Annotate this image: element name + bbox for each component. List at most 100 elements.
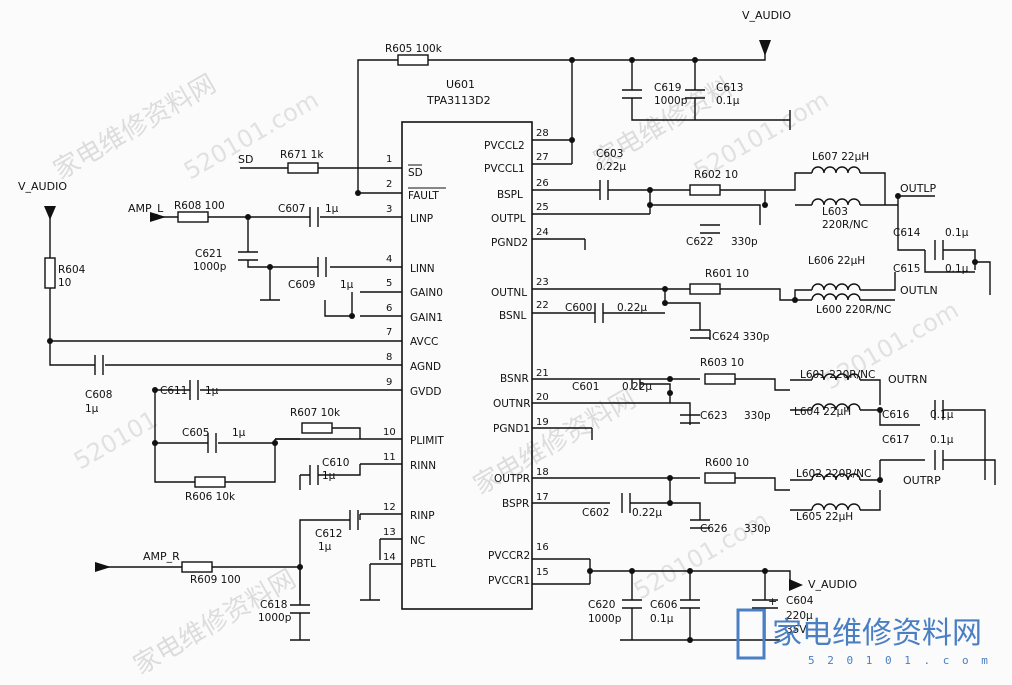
- pin-num: 27: [536, 152, 549, 163]
- junction-dot: [667, 475, 673, 481]
- pin-num: 12: [383, 502, 396, 513]
- pin-num: 18: [536, 467, 549, 478]
- inductor: [811, 473, 861, 481]
- inductor: [811, 503, 861, 511]
- input-arrow: [150, 212, 166, 222]
- pin-name: PBTL: [410, 558, 436, 570]
- c619-label: C619: [654, 82, 681, 94]
- pin-name: PVCCR1: [488, 575, 530, 587]
- pin-name: PVCCL2: [484, 140, 525, 152]
- resistor: [689, 283, 721, 295]
- l600-label: L600 220R/NC: [816, 304, 891, 316]
- l603-value: 220R/NC: [822, 219, 868, 231]
- c618-value: 1000p: [258, 612, 292, 624]
- c610-label: C610: [322, 457, 349, 469]
- arrows: [44, 40, 803, 591]
- pin-num: 4: [386, 254, 392, 265]
- input-arrow: [95, 562, 111, 572]
- pin-num: 15: [536, 567, 549, 578]
- junction-dot: [687, 568, 693, 574]
- pin-name: BSNR: [500, 373, 529, 385]
- inductors: [811, 166, 861, 511]
- r609-label: R609 100: [190, 574, 241, 586]
- c626-value: 330p: [744, 523, 771, 535]
- junction-dot: [629, 57, 635, 63]
- pin-name: GAIN0: [410, 287, 443, 299]
- c614-label: C614: [893, 227, 921, 239]
- pin-num: 14: [383, 552, 396, 563]
- junction-dot: [569, 137, 575, 143]
- resistors: [44, 54, 736, 573]
- outlp-net: OUTLP: [900, 182, 937, 195]
- l603-label: L603: [822, 206, 848, 218]
- pin-name: AGND: [410, 361, 441, 373]
- resistor: [287, 162, 319, 174]
- resistor: [704, 373, 736, 385]
- junction-dot: [662, 300, 668, 306]
- inductor: [811, 293, 861, 301]
- pin-num: 1: [386, 154, 392, 165]
- component-labels: R605 100k R671 1k R608 100 C607 1μ C621 …: [58, 43, 969, 636]
- logo-mark: [736, 608, 766, 660]
- junction-dot: [152, 440, 158, 446]
- r606-label: R606 10k: [185, 491, 236, 503]
- l601-label: L601 220R/NC: [800, 369, 875, 381]
- pin-num: 19: [536, 417, 549, 428]
- pin-num: 22: [536, 300, 549, 311]
- pin-num: 11: [383, 452, 396, 463]
- c605-value: 1μ: [232, 427, 246, 439]
- ic-part: TPA3113D2: [426, 94, 491, 107]
- pin-num: 7: [386, 327, 392, 338]
- pin-name: SD: [408, 167, 423, 179]
- junction-dot: [762, 202, 768, 208]
- c615-label: C615: [893, 263, 920, 275]
- c623-value: 330p: [744, 410, 771, 422]
- right-pin-labels: 28 PVCCL2 27 PVCCL1 26 BSPL 25 OUTPL 24 …: [484, 128, 549, 587]
- pin-num: 23: [536, 277, 549, 288]
- junction-dot: [245, 214, 251, 220]
- pin-name: PLIMIT: [410, 435, 444, 447]
- junction-dot: [792, 297, 798, 303]
- c621-value: 1000p: [193, 261, 227, 273]
- c608-label: C608: [85, 389, 112, 401]
- junction-dot: [895, 193, 901, 199]
- pin-name: OUTNR: [493, 398, 531, 410]
- inductor: [811, 198, 861, 206]
- pin-name: BSNL: [499, 310, 527, 322]
- r601-label: R601 10: [705, 268, 749, 280]
- r603-label: R603 10: [700, 357, 744, 369]
- r604-label: R604: [58, 264, 86, 276]
- junction-dot: [647, 202, 653, 208]
- outln-net: OUTLN: [900, 284, 938, 297]
- l604-label: L604 22μH: [794, 406, 851, 418]
- l607-label: L607 22μH: [812, 151, 869, 163]
- pin-num: 24: [536, 227, 549, 238]
- c621-label: C621: [195, 248, 222, 260]
- c608-value: 1μ: [85, 403, 99, 415]
- logo-text: 家电维修资料网: [772, 616, 982, 651]
- pin-name: OUTPR: [494, 473, 530, 485]
- resistor: [44, 257, 56, 289]
- junction-dot: [972, 259, 978, 265]
- c602-value: 0.22μ: [632, 507, 662, 519]
- pin-num: 16: [536, 542, 549, 553]
- inductor: [811, 403, 861, 411]
- c611-value: 1μ: [205, 385, 219, 397]
- c601-value: 0.22μ: [622, 381, 652, 393]
- amp-l-net: AMP_L: [128, 202, 164, 215]
- power-arrow: [789, 579, 803, 591]
- junction-dot: [272, 440, 278, 446]
- pin-num: 21: [536, 368, 549, 379]
- c604-label: C604: [786, 595, 814, 607]
- v-audio-top: V_AUDIO: [742, 9, 791, 22]
- v-audio-bottom: V_AUDIO: [808, 578, 857, 591]
- net-labels: V_AUDIO V_AUDIO V_AUDIO SD AMP_L AMP_R O…: [18, 9, 941, 591]
- watermark-url: 520101: [69, 405, 162, 475]
- junction-dot: [629, 568, 635, 574]
- pin-name: OUTPL: [491, 213, 526, 225]
- c619-value: 1000p: [654, 95, 688, 107]
- junction-dot: [355, 190, 361, 196]
- junction-dot: [692, 57, 698, 63]
- pin-num: 13: [383, 527, 396, 538]
